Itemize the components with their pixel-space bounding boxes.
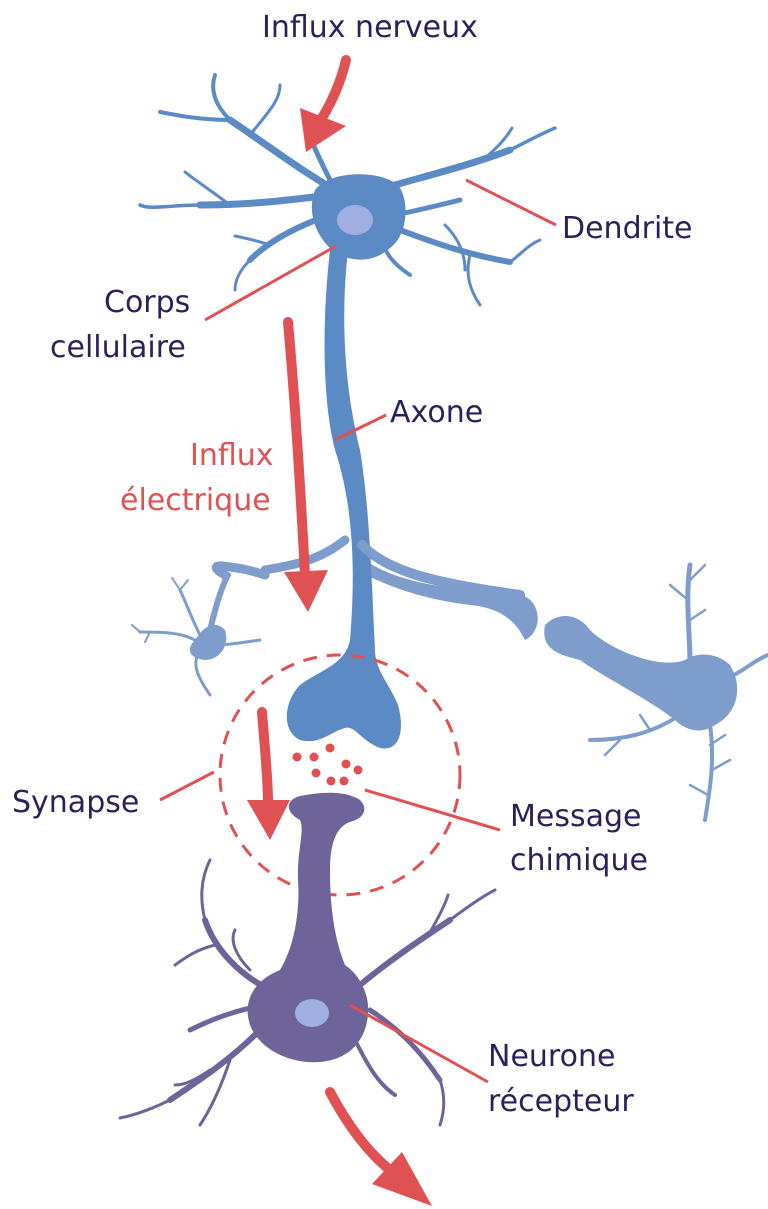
label-influx-nerveux: Influx nerveux [262,10,478,45]
label-message-line2: chimique [510,843,648,878]
left-neighbour-neuron [132,566,265,695]
label-dendrite: Dendrite [562,211,693,246]
arrow-influx-nerveux [300,60,346,152]
label-neurone-line1: Neurone [488,1039,615,1074]
label-axone: Axone [390,395,483,430]
label-synapse: Synapse [12,785,139,820]
label-influx-electrique-line2: électrique [120,483,271,518]
label-influx-electrique-line1: Influx [190,438,274,473]
arrow-synapse [247,712,290,840]
main-neuron-nucleus [337,205,373,235]
arrow-output [330,1092,432,1206]
receptor-neuron-nucleus [295,999,329,1027]
label-message-line1: Message [510,799,641,834]
label-corps-line1: Corps [104,285,190,320]
label-corps-line2: cellulaire [50,330,186,365]
right-neighbour-neuron [360,560,768,820]
label-neurone-line2: récepteur [488,1084,634,1119]
